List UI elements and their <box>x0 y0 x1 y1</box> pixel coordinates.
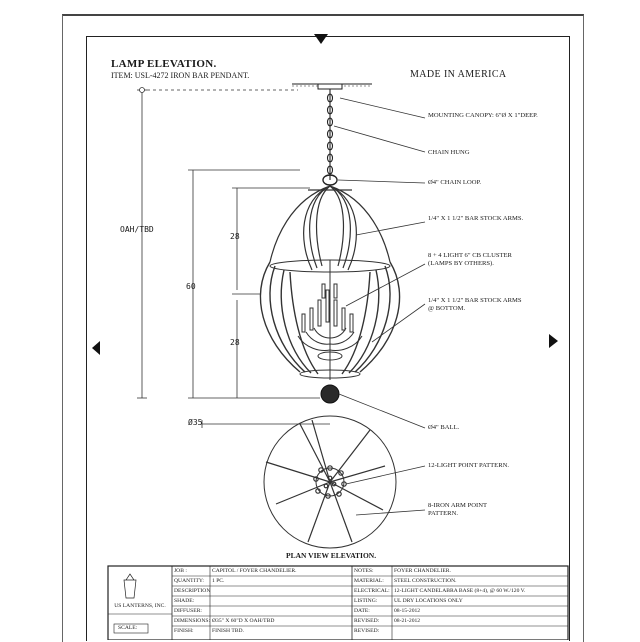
title-block-grid <box>107 565 569 640</box>
dim-upper-height: 28 <box>230 232 240 241</box>
job-label: JOB : <box>174 568 187 574</box>
diffuser-label: DIFFUSER: <box>174 608 202 614</box>
callout-light-cluster: 8 + 4 LIGHT 6" CB CLUSTER (LAMPS BY OTHE… <box>428 252 512 268</box>
date-label: DATE: <box>354 608 370 614</box>
electrical-label: ELECTRICAL: <box>354 588 390 594</box>
electrical-value: 12-LIGHT CANDELABRA BASE (8+4), @ 60 W./… <box>394 588 526 594</box>
quantity-value: 1 PC. <box>212 578 225 584</box>
notes-value: FOYER CHANDELIER. <box>394 568 451 574</box>
shade-label: SHADE: <box>174 598 195 604</box>
mounting-canopy <box>292 83 372 90</box>
drawing-border <box>86 36 570 641</box>
revised-value: 08-21-2012 <box>394 618 421 624</box>
job-value: CAPITOL / FOYER CHANDELIER. <box>212 568 297 574</box>
callout-light-pattern: 12-LIGHT POINT PATTERN. <box>428 462 510 469</box>
chain-loop <box>322 174 338 186</box>
scale-label: SCALE: <box>118 625 138 631</box>
leader-lines <box>333 97 426 516</box>
lower-bar-arms <box>259 259 401 379</box>
upper-bar-arms <box>269 185 391 271</box>
callout-arm-pattern: 8-IRON ARM POINT PATTERN. <box>428 502 487 518</box>
finish-value: FINISH TBD. <box>212 628 244 634</box>
center-mark-top <box>314 34 328 44</box>
callout-ball: Ø4" BALL. <box>428 424 460 431</box>
dimensions-label: DIMENSIONS: <box>174 618 210 624</box>
item-number: ITEM: USL-4272 IRON BAR PENDANT. <box>111 71 250 80</box>
light-cluster <box>297 260 363 380</box>
callout-mounting-canopy: MOUNTING CANOPY: 6"Ø X 1"DEEP. <box>428 112 538 119</box>
finish-label: FINISH: <box>174 628 194 634</box>
material-value: STEEL CONSTRUCTION. <box>394 578 457 584</box>
center-mark-left <box>92 341 100 355</box>
dimension-lines <box>137 87 320 399</box>
made-in-america: MADE IN AMERICA <box>410 69 507 80</box>
quantity-label: QUANTITY: <box>174 578 204 584</box>
listing-value: UL DRY LOCATIONS ONLY <box>394 598 463 604</box>
sheet-edge <box>62 14 584 642</box>
callout-chain-hung: CHAIN HUNG <box>428 149 470 156</box>
dim-lower-height: 28 <box>230 338 240 347</box>
company-name: US LANTERNS, INC. <box>114 603 166 609</box>
description-label: DESCRIPTION: <box>174 588 210 594</box>
plan-view <box>201 415 397 549</box>
dimensions-value: Ø35" X 60"D X OAH/TBD <box>212 618 275 624</box>
callout-chain-loop: Ø4" CHAIN LOOP. <box>428 179 482 186</box>
notes-label: NOTES: <box>354 568 374 574</box>
chain <box>326 89 334 180</box>
callout-bar-stock-bottom: 1/4" X 1 1/2" BAR STOCK ARMS @ BOTTOM. <box>428 297 522 313</box>
center-mark-right <box>549 334 558 348</box>
drawing-title: LAMP ELEVATION. <box>111 58 217 70</box>
dim-overall-height: OAH/TBD <box>120 225 154 234</box>
dim-total-height: 60 <box>186 282 196 291</box>
plan-view-title: PLAN VIEW ELEVATION. <box>286 551 377 560</box>
date-value: 08-15-2012 <box>394 608 421 614</box>
callout-bar-stock-arms: 1/4" X 1 1/2" BAR STOCK ARMS. <box>428 215 524 222</box>
listing-label: LISTING: <box>354 598 378 604</box>
revised-label-2: REVISED: <box>354 628 380 634</box>
material-label: MATERIAL: <box>354 578 384 584</box>
bottom-ball <box>320 384 340 404</box>
dim-diameter: Ø35 <box>188 418 203 427</box>
revised-label: REVISED: <box>354 618 380 624</box>
